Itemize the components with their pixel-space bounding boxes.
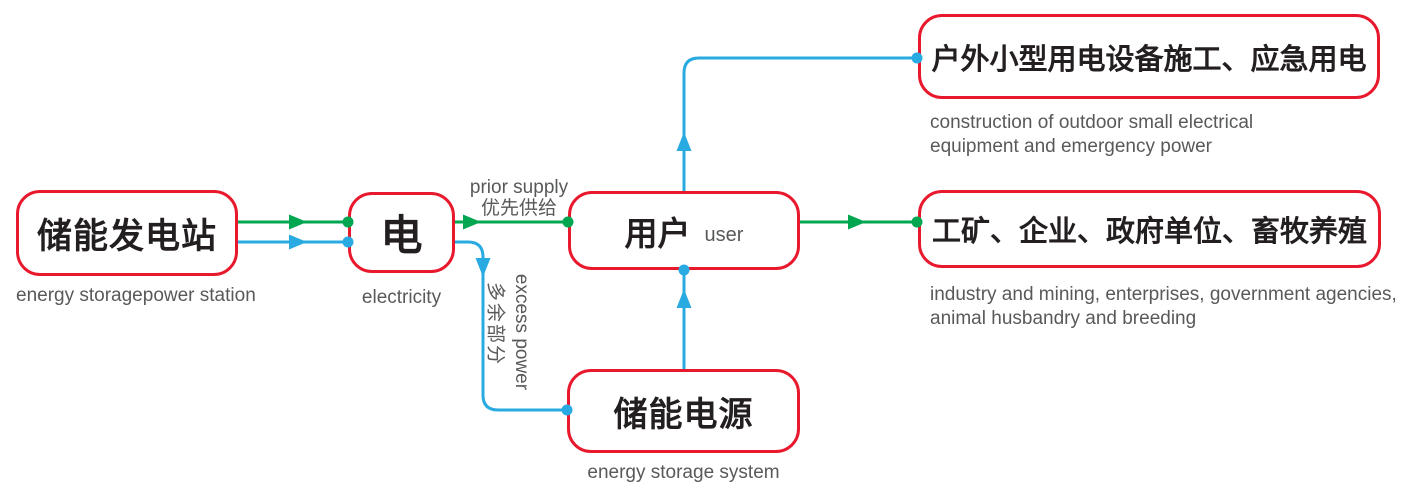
caption-outdoor-line1: construction of outdoor small electrical xyxy=(930,112,1254,133)
edge-label-prior-supply-zh: 优先供给 xyxy=(480,198,557,219)
node-user-label: 用户 xyxy=(624,214,691,252)
edge-label-excess-power-zh: 多余部分 xyxy=(484,281,506,367)
edge-label-excess-power-en: excess power xyxy=(511,273,532,391)
caption-industry-line2: animal husbandry and breeding xyxy=(930,308,1197,329)
node-industry-users-label: 工矿、企业、政府单位、畜牧养殖 xyxy=(931,216,1367,248)
caption-electricity: electricity xyxy=(361,287,442,308)
caption-outdoor-line2: equipment and emergency power xyxy=(930,136,1213,157)
node-energy-storage-system: 储能电源 xyxy=(567,369,800,453)
node-outdoor-equipment-label: 户外小型用电设备施工、应急用电 xyxy=(931,43,1367,76)
caption-station: energy storagepower station xyxy=(16,285,256,306)
caption-industry: industry and mining, enterprises, govern… xyxy=(930,283,1397,331)
caption-industry-line1: industry and mining, enterprises, govern… xyxy=(930,284,1397,305)
node-outdoor-equipment: 户外小型用电设备施工、应急用电 xyxy=(918,14,1380,99)
caption-storage: energy storage system xyxy=(587,462,780,483)
node-industry-users: 工矿、企业、政府单位、畜牧养殖 xyxy=(918,190,1381,268)
node-energy-storage-power-station-label: 储能发电站 xyxy=(36,216,217,256)
node-electricity-label: 电 xyxy=(380,212,423,259)
node-electricity: 电 xyxy=(348,192,455,273)
caption-outdoor: construction of outdoor small electrical… xyxy=(930,111,1253,159)
edge-label-prior-supply: prior supply 优先供给 xyxy=(443,177,595,219)
node-user-sublabel: user xyxy=(704,224,744,246)
node-energy-storage-power-station: 储能发电站 xyxy=(16,190,238,276)
node-energy-storage-system-label: 储能电源 xyxy=(613,395,754,434)
edge-label-prior-supply-en: prior supply xyxy=(469,177,569,198)
node-user: 用户 user xyxy=(568,191,800,270)
